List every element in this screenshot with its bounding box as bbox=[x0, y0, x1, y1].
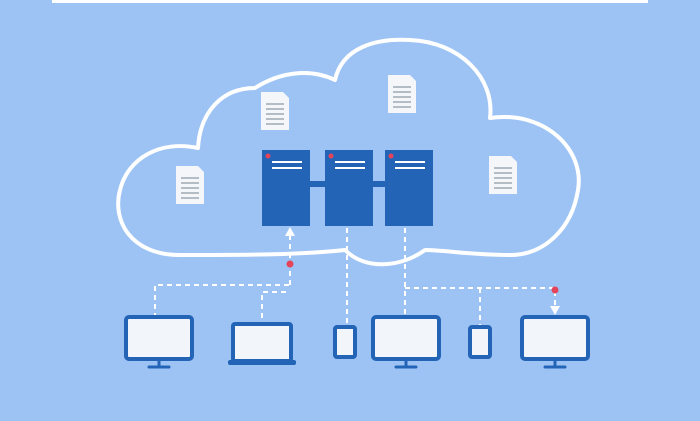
connection-line bbox=[405, 287, 556, 306]
server-rack bbox=[262, 150, 433, 226]
document-icon bbox=[489, 156, 517, 194]
server-icon bbox=[385, 150, 433, 226]
document-icon bbox=[176, 166, 204, 204]
smartphone-icon bbox=[333, 325, 357, 359]
up-arrow-icon bbox=[285, 227, 295, 236]
signal-dot bbox=[286, 260, 294, 268]
connection-line bbox=[154, 284, 290, 318]
server-icon bbox=[262, 150, 310, 226]
desktop-monitor-icon bbox=[371, 315, 441, 369]
laptop-icon bbox=[228, 322, 296, 365]
signal-dot bbox=[551, 286, 559, 294]
smartphone-icon bbox=[468, 325, 492, 359]
server-connector bbox=[371, 181, 387, 187]
cloud-outline bbox=[116, 37, 581, 267]
desktop-monitor-icon bbox=[124, 315, 194, 369]
document-icon bbox=[388, 75, 416, 113]
top-strip bbox=[52, 0, 648, 3]
desktop-monitor-icon bbox=[520, 315, 590, 369]
connection-lines bbox=[154, 228, 556, 326]
server-icon bbox=[325, 150, 373, 226]
server-connector bbox=[309, 181, 327, 187]
down-arrow-icon bbox=[550, 306, 560, 315]
document-icon bbox=[261, 92, 289, 130]
